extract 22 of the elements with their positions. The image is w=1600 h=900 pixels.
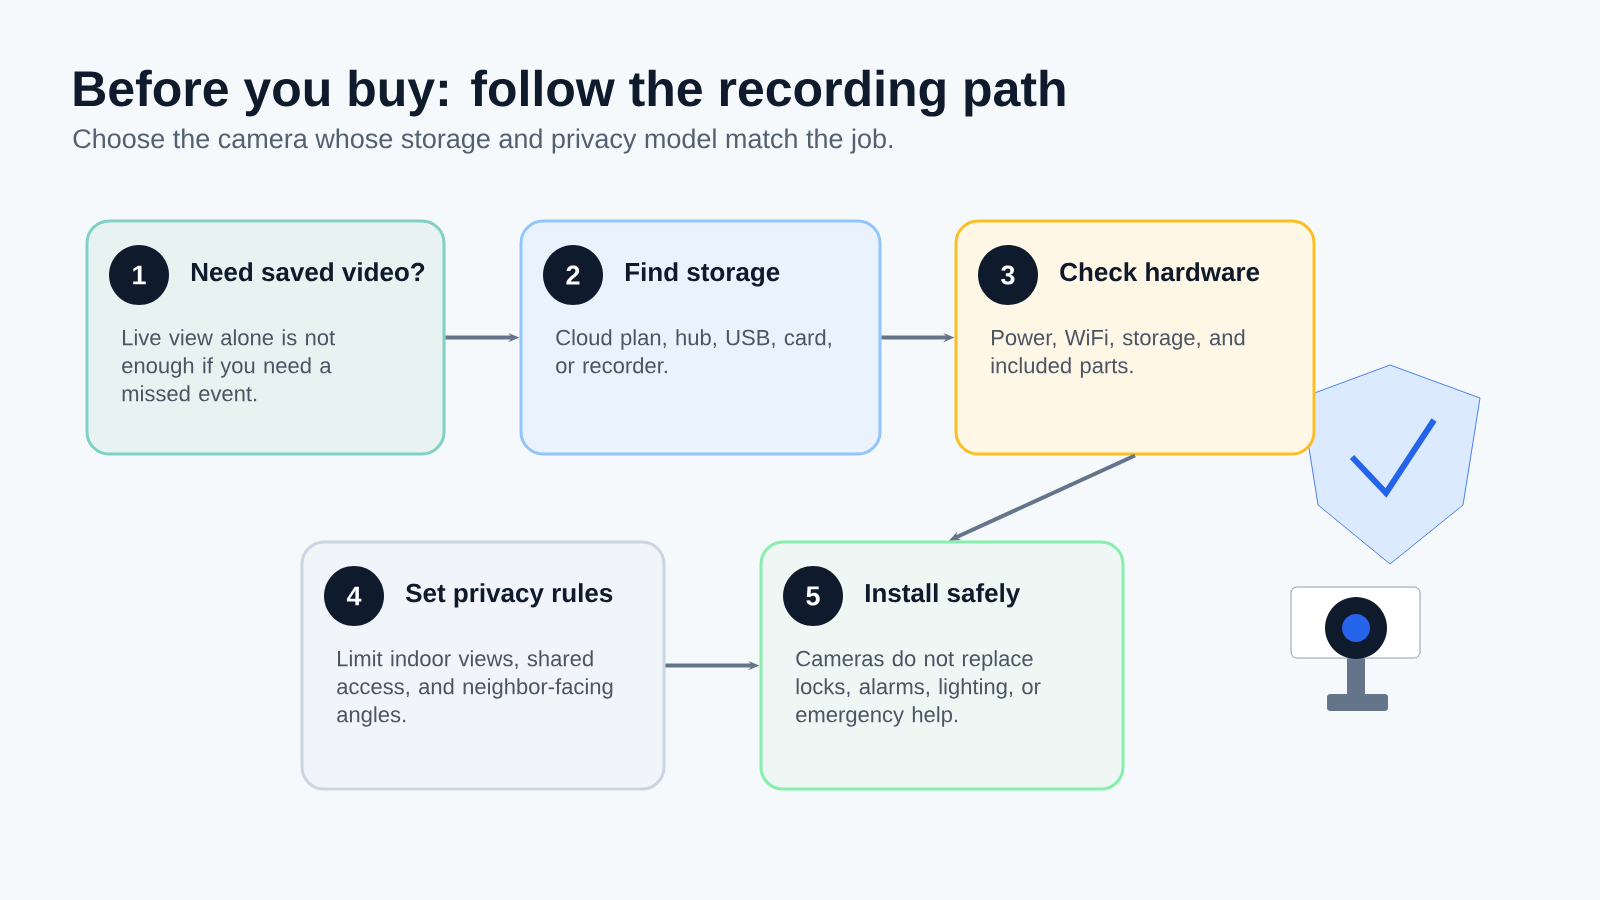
- number-badge: 4: [324, 566, 384, 626]
- title: Before you buy: follow the recording path: [74, 69, 1065, 117]
- subtitle: Choose the camera whose storage and privacy model match the job.: [73, 128, 893, 154]
- number-badge: 5: [783, 566, 843, 626]
- step-card: [519, 219, 882, 456]
- step-heading: Set privacy rules: [405, 583, 613, 608]
- number-badge: 3: [978, 245, 1038, 305]
- step-card: [300, 540, 666, 791]
- step-description: Limit indoor views, shared access, and neighbor-facing angles.: [337, 650, 613, 727]
- step-description: Live view alone is not enough if you need a missed event.: [122, 329, 335, 402]
- number-badge: 1: [109, 245, 169, 305]
- step-card: [85, 219, 446, 456]
- step-description: Power, WiFi, storage, and included parts.: [991, 329, 1245, 378]
- number-badge: 2: [543, 245, 603, 305]
- step-heading: Need saved video?: [191, 262, 425, 282]
- step-card: [954, 219, 1316, 456]
- step-heading: Find storage: [625, 262, 780, 287]
- step-heading: Check hardware: [1060, 262, 1260, 282]
- step-card: [759, 540, 1125, 791]
- step-heading: Install safely: [865, 583, 1021, 608]
- step-description: Cameras do not replace locks, alarms, lighting, or emergency help.: [796, 650, 1041, 727]
- step-description: Cloud plan, hub, USB, card, or recorder.: [556, 329, 831, 374]
